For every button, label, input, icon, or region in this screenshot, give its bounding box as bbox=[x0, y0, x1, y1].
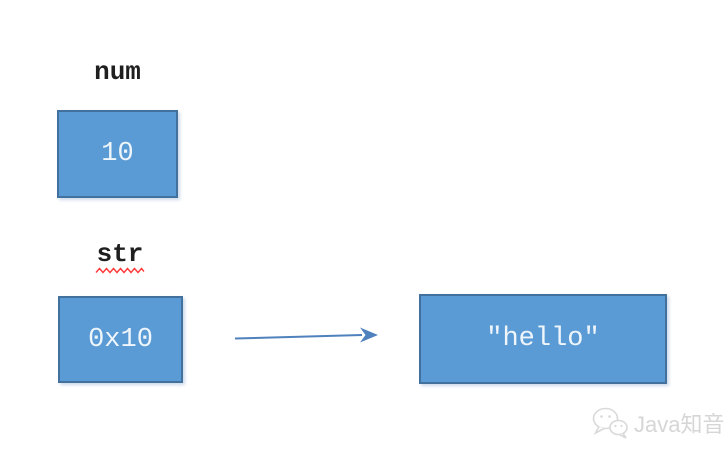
squiggle-icon bbox=[95, 267, 145, 274]
wechat-icon bbox=[592, 407, 628, 439]
str-variable-label: str bbox=[96, 239, 144, 269]
heap-string-box: ″hello″ bbox=[419, 294, 667, 384]
watermark-text: Java知音 bbox=[634, 412, 725, 437]
heap-string-text: ″hello″ bbox=[486, 324, 600, 354]
watermark: Java知音 bbox=[592, 406, 724, 440]
num-value-text: 10 bbox=[101, 139, 134, 169]
num-variable-label: num bbox=[94, 57, 141, 87]
str-value-box: 0x10 bbox=[58, 296, 183, 383]
pointer-arrow bbox=[234, 327, 378, 343]
str-value-text: 0x10 bbox=[88, 324, 153, 355]
spellcheck-underline bbox=[58, 267, 182, 274]
num-value-box: 10 bbox=[57, 110, 178, 198]
